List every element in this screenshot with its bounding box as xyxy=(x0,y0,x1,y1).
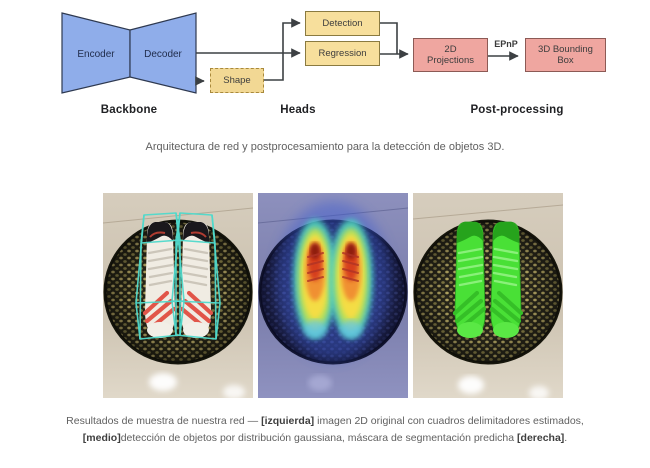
heatmap-overlay xyxy=(293,219,373,339)
figure2-caption-part3: detección de objetos por distribución ga… xyxy=(120,432,518,444)
results-figure xyxy=(103,193,563,398)
floor-reflection xyxy=(308,375,332,391)
postprocessing-group-label: Post-processing xyxy=(470,104,564,116)
backbone-group-label: Backbone xyxy=(100,104,158,116)
right-box-wireframe xyxy=(171,212,221,340)
bounding-box-line2: Box xyxy=(557,55,574,66)
detection-box-label: Detection xyxy=(322,17,363,29)
left-shoe xyxy=(142,222,177,338)
floor-reflections xyxy=(149,373,245,398)
architecture-diagram: Encoder Decoder Detection Regression Sha… xyxy=(0,0,650,135)
figure2-caption-part2: imagen 2D original con cuadros delimitad… xyxy=(314,415,584,427)
bounding-box-box: 3D Bounding Box xyxy=(525,38,606,72)
right-shoe-mask xyxy=(489,221,524,338)
projections-box-line1: 2D xyxy=(444,43,457,55)
shoes-pair xyxy=(142,222,214,338)
bounding-box-line1: 3D Bounding xyxy=(538,43,593,55)
figure2-caption-part4: . xyxy=(564,432,568,444)
right-shoe xyxy=(179,222,214,338)
heads-group-label: Heads xyxy=(280,104,316,116)
shape-box-label: Shape xyxy=(223,74,251,86)
photo-gaussian-heatmap xyxy=(258,193,408,398)
right-shoe-heat xyxy=(329,219,373,339)
left-shoe-mask xyxy=(452,221,487,338)
encoder-label: Encoder xyxy=(77,49,115,60)
projections-box: 2D Projections xyxy=(413,38,488,72)
decoder-label: Decoder xyxy=(144,49,182,60)
figure2-caption-bold-derecha: [derecha] xyxy=(517,432,565,444)
backbone-bowtie: Encoder Decoder xyxy=(61,12,197,94)
figure2-caption-bold-medio: [medio] xyxy=(82,432,121,444)
left-shoe-heat xyxy=(293,219,337,339)
figure1-caption: Arquitectura de red y postprocesamiento … xyxy=(145,141,505,153)
floor-reflections xyxy=(458,376,549,398)
regression-box-label: Regression xyxy=(318,47,367,59)
regression-box: Regression xyxy=(305,41,380,66)
photo-segmentation-mask xyxy=(413,193,563,398)
rug xyxy=(413,219,563,365)
figure2-caption-part1: Resultados de muestra de nuestra red — xyxy=(66,415,262,427)
epnp-label: EPnP xyxy=(494,39,518,49)
masked-shoes-pair xyxy=(452,221,524,338)
detection-box: Detection xyxy=(305,11,380,36)
figure2-caption-bold-izquierda: [izquierda] xyxy=(261,415,315,427)
figure2-caption: Resultados de muestra de nuestra red — [… xyxy=(0,413,650,447)
estimated-3d-bounding-boxes xyxy=(135,212,221,340)
shape-box: Shape xyxy=(210,68,264,93)
projections-box-line2: Projections xyxy=(427,55,474,66)
photo-original-with-boxes xyxy=(103,193,253,398)
